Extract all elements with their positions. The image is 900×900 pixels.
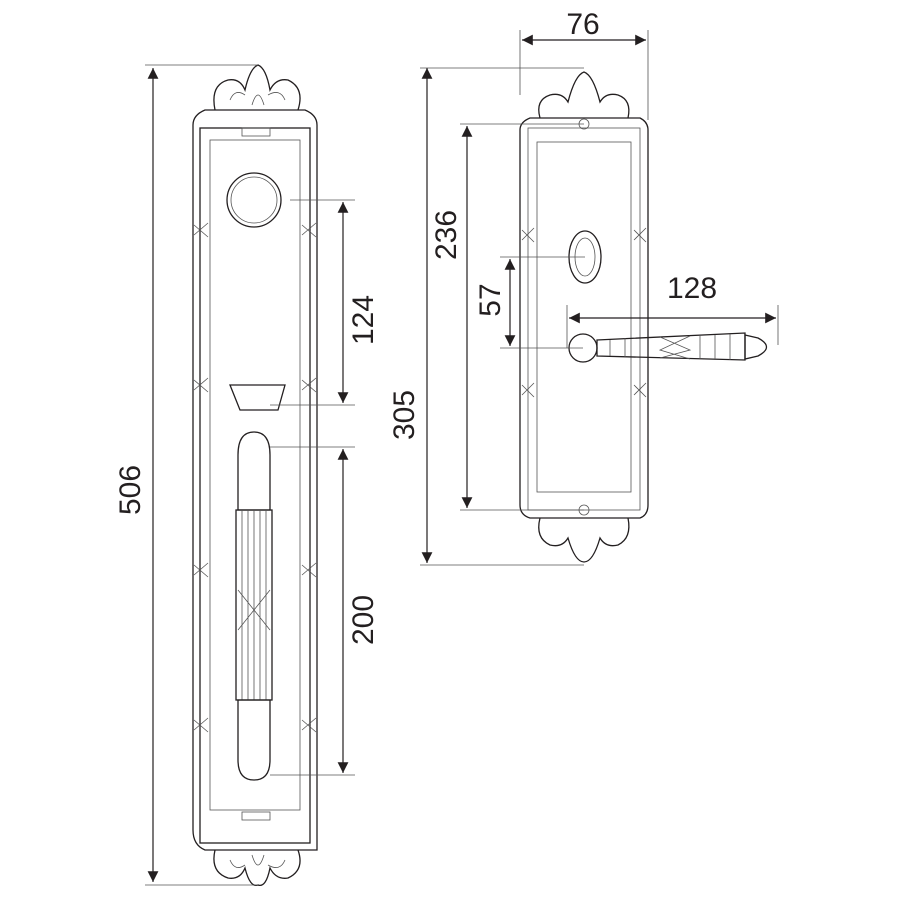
dim-label-124: 124	[347, 295, 380, 345]
crest-bottom	[213, 849, 301, 887]
dimension-lines	[147, 34, 776, 882]
handle-top	[237, 431, 271, 511]
side-plate	[519, 71, 768, 563]
dim-label-76: 76	[566, 8, 599, 41]
dim-label-200: 200	[347, 595, 380, 645]
dim-label-236: 236	[430, 210, 463, 260]
crest-top	[538, 71, 630, 119]
extension-lines	[145, 30, 779, 886]
crest-top	[213, 64, 301, 111]
lever-handle	[596, 332, 746, 361]
thumb-turn	[229, 384, 286, 411]
dim-label-506: 506	[114, 465, 147, 515]
dim-label-57: 57	[474, 283, 507, 316]
keyhole-rose	[226, 172, 282, 228]
front-plate	[192, 64, 318, 887]
handle-bottom	[237, 699, 271, 781]
dim-label-305: 305	[388, 390, 421, 440]
lever-end-knob	[744, 334, 768, 360]
crest-bottom	[538, 517, 630, 563]
dim-label-128: 128	[667, 272, 717, 305]
